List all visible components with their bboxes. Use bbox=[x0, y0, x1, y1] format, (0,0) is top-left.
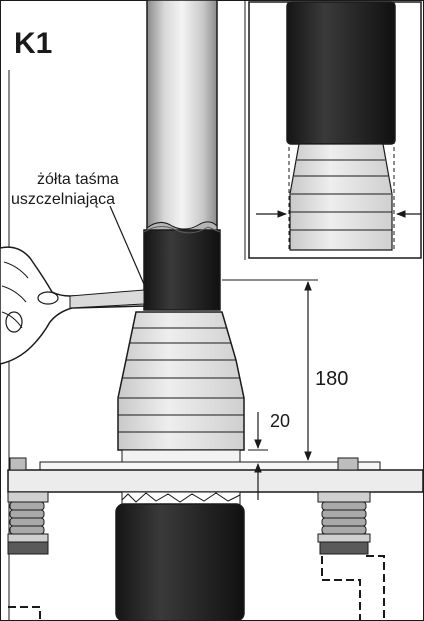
dimension-180 bbox=[222, 279, 328, 463]
right-bolt-spring bbox=[317, 457, 385, 621]
tape-collar bbox=[121, 449, 241, 463]
callout-leader-line bbox=[109, 205, 151, 299]
upper-cable-jacket bbox=[143, 226, 221, 311]
inset-detail bbox=[248, 1, 422, 259]
dimension-label-180: 180 bbox=[315, 368, 348, 390]
left-dashed-trace bbox=[8, 606, 41, 621]
lower-cable bbox=[115, 491, 245, 621]
hand-illustration bbox=[0, 246, 145, 365]
left-bolt-spring bbox=[7, 457, 49, 555]
dimension-20 bbox=[248, 412, 268, 500]
sealing-tape-wrap bbox=[117, 311, 245, 451]
callout-label-line1: żółta taśma bbox=[37, 171, 119, 188]
upper-pipe bbox=[146, 0, 218, 237]
step-label: K1 bbox=[14, 27, 52, 60]
dimension-label-20: 20 bbox=[270, 411, 290, 431]
callout-label-line2: uszczelniająca bbox=[11, 191, 115, 208]
mounting-plate bbox=[7, 461, 424, 493]
